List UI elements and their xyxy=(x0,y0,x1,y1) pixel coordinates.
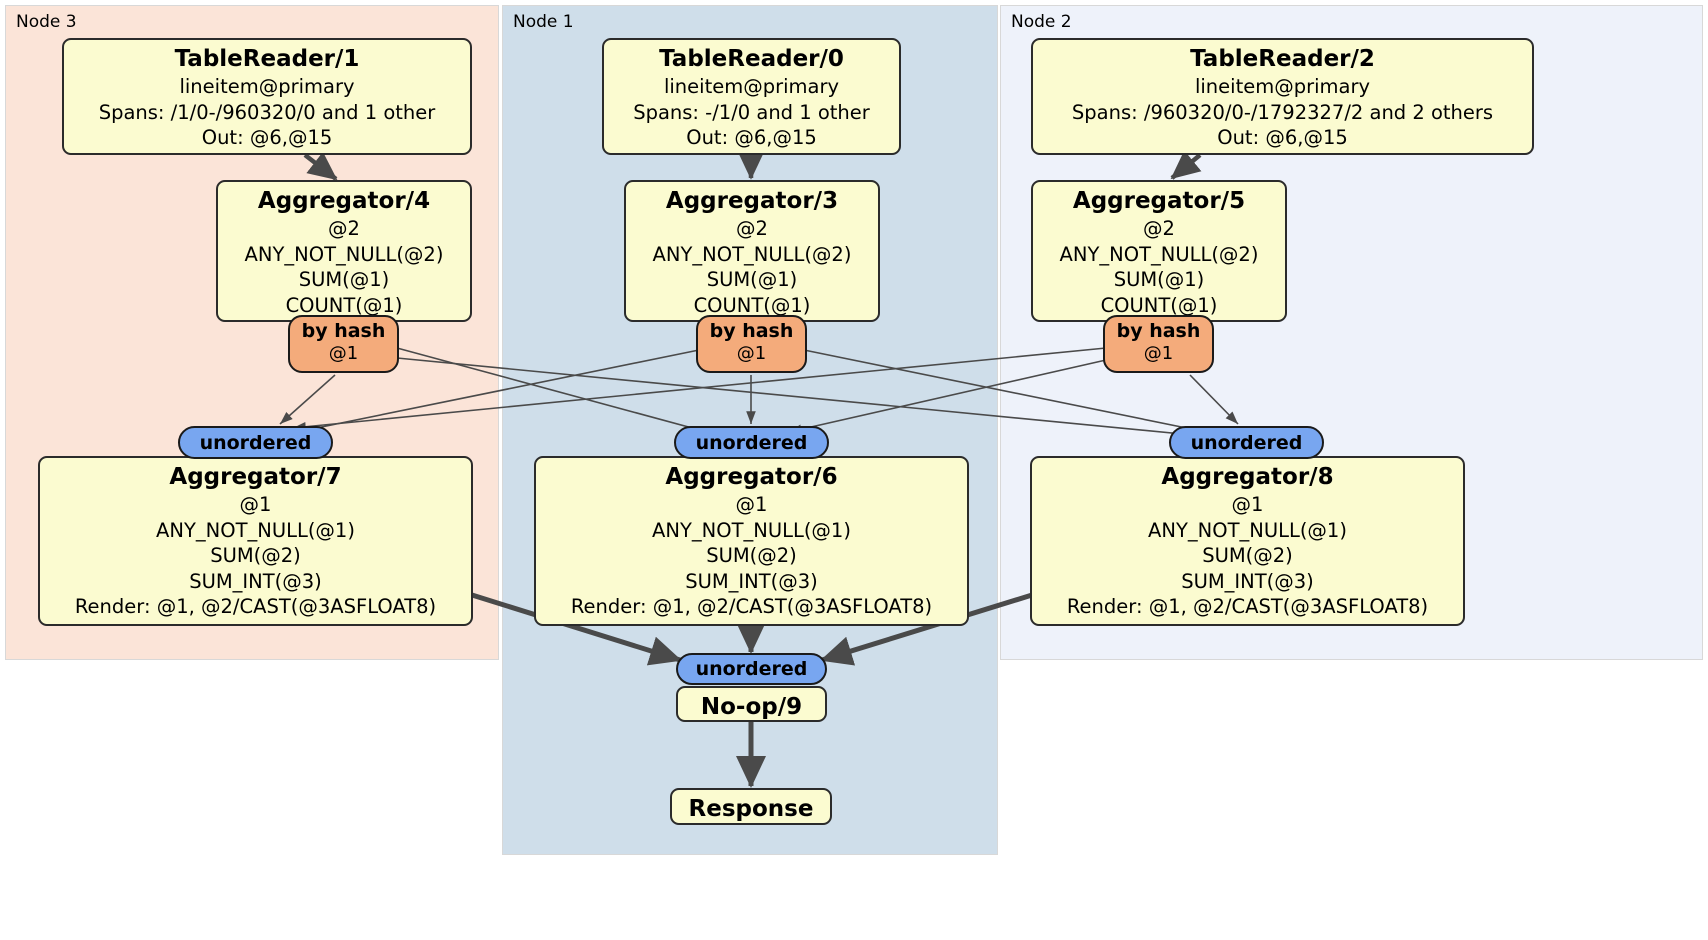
processor-line: SUM(@1) xyxy=(1113,268,1205,291)
processor-line: SUM_INT(@3) xyxy=(685,569,818,593)
processor-title: Aggregator/3 xyxy=(665,188,839,214)
processor-line: Render: @1, @2/CAST(@3ASFLOAT8) xyxy=(1066,595,1429,618)
processor-title: Response xyxy=(688,796,814,822)
processor-line: lineitem@primary xyxy=(179,75,355,98)
processor-line: lineitem@primary xyxy=(1194,75,1371,98)
processor-title: TableReader/0 xyxy=(659,46,844,72)
router-badge-label: by hash xyxy=(709,320,794,342)
processor-line: ANY_NOT_NULL(@2) xyxy=(244,242,444,266)
router-badge-sublabel: @1 xyxy=(1143,343,1174,364)
processor-title: Aggregator/4 xyxy=(257,188,431,214)
processor-line: lineitem@primary xyxy=(663,75,840,98)
processor-line: @1 xyxy=(1231,493,1264,516)
processor-title: TableReader/2 xyxy=(1190,46,1375,72)
router-badge-label: by hash xyxy=(1116,320,1201,342)
processor-title: Aggregator/5 xyxy=(1072,188,1246,214)
processor-line: ANY_NOT_NULL(@2) xyxy=(652,242,852,266)
processor-aggregator-5[interactable]: Aggregator/5 @2 ANY_NOT_NULL(@2) SUM(@1)… xyxy=(1031,180,1287,322)
processor-aggregator-6[interactable]: Aggregator/6 @1 ANY_NOT_NULL(@1) SUM(@2)… xyxy=(534,456,969,626)
processor-line: SUM(@1) xyxy=(298,268,390,291)
processor-table-reader-2[interactable]: TableReader/2 lineitem@primary Spans: /9… xyxy=(1031,38,1534,155)
router-badge-sublabel: @1 xyxy=(736,343,767,364)
processor-line: @2 xyxy=(1143,217,1175,240)
processor-title: No-op/9 xyxy=(700,694,803,720)
processor-line: COUNT(@1) xyxy=(693,293,811,317)
processor-line: @2 xyxy=(328,217,360,240)
processor-line: COUNT(@1) xyxy=(1100,293,1218,317)
processor-title: Aggregator/7 xyxy=(169,464,342,490)
processor-line: Spans: /1/0-/960320/0 and 1 other xyxy=(98,100,436,124)
processor-line: Spans: -/1/0 and 1 other xyxy=(633,100,870,124)
processor-title: TableReader/1 xyxy=(174,46,360,72)
processor-line: ANY_NOT_NULL(@2) xyxy=(1059,242,1259,266)
processor-line: SUM_INT(@3) xyxy=(1181,569,1314,593)
processor-line: SUM(@2) xyxy=(706,544,797,567)
router-badge-sublabel: @1 xyxy=(328,343,359,364)
processor-line: SUM(@1) xyxy=(706,268,798,291)
node-panel-label: Node 2 xyxy=(1011,12,1072,32)
router-badge-by-hash-left[interactable]: by hash @1 xyxy=(288,315,399,373)
processor-table-reader-1[interactable]: TableReader/1 lineitem@primary Spans: /1… xyxy=(62,38,472,155)
sync-badge-label: unordered xyxy=(695,658,808,680)
processor-line: @1 xyxy=(735,493,768,516)
processor-line: ANY_NOT_NULL(@1) xyxy=(652,518,851,542)
processor-line: @2 xyxy=(736,217,768,240)
processor-line: COUNT(@1) xyxy=(285,293,403,317)
router-badge-by-hash-right[interactable]: by hash @1 xyxy=(1103,315,1214,373)
node-panel-label: Node 1 xyxy=(513,12,574,32)
processor-line: ANY_NOT_NULL(@1) xyxy=(1148,518,1347,542)
processor-table-reader-0[interactable]: TableReader/0 lineitem@primary Spans: -/… xyxy=(602,38,901,155)
processor-title: Aggregator/6 xyxy=(665,464,838,490)
processor-line: Out: @6,@15 xyxy=(686,126,817,149)
sync-badge-label: unordered xyxy=(695,431,808,454)
router-badge-by-hash-center[interactable]: by hash @1 xyxy=(696,315,807,373)
processor-aggregator-3[interactable]: Aggregator/3 @2 ANY_NOT_NULL(@2) SUM(@1)… xyxy=(624,180,880,322)
processor-line: Render: @1, @2/CAST(@3ASFLOAT8) xyxy=(74,595,437,618)
processor-title: Aggregator/8 xyxy=(1161,464,1334,490)
processor-line: Out: @6,@15 xyxy=(1217,126,1348,149)
processor-line: SUM(@2) xyxy=(210,544,301,567)
sync-badge-unordered-right[interactable]: unordered xyxy=(1169,426,1324,459)
processor-no-op-9[interactable]: No-op/9 xyxy=(676,686,827,722)
processor-aggregator-8[interactable]: Aggregator/8 @1 ANY_NOT_NULL(@1) SUM(@2)… xyxy=(1030,456,1465,626)
processor-line: Out: @6,@15 xyxy=(201,126,333,149)
sync-badge-label: unordered xyxy=(199,431,312,454)
processor-line: Spans: /960320/0-/1792327/2 and 2 others xyxy=(1071,100,1494,124)
processor-line: Render: @1, @2/CAST(@3ASFLOAT8) xyxy=(570,595,933,618)
sync-badge-unordered-left[interactable]: unordered xyxy=(178,426,333,459)
sync-badge-unordered-center[interactable]: unordered xyxy=(674,426,829,459)
sync-badge-label: unordered xyxy=(1190,431,1303,454)
processor-aggregator-4[interactable]: Aggregator/4 @2 ANY_NOT_NULL(@2) SUM(@1)… xyxy=(216,180,472,322)
processor-line: SUM_INT(@3) xyxy=(189,569,322,593)
processor-line: ANY_NOT_NULL(@1) xyxy=(156,518,355,542)
processor-line: @1 xyxy=(239,493,272,516)
processor-response[interactable]: Response xyxy=(670,788,832,825)
router-badge-label: by hash xyxy=(301,320,386,342)
processor-aggregator-7[interactable]: Aggregator/7 @1 ANY_NOT_NULL(@1) SUM(@2)… xyxy=(38,456,473,626)
processor-line: SUM(@2) xyxy=(1202,544,1293,567)
sync-badge-unordered-final[interactable]: unordered xyxy=(676,653,827,685)
node-panel-label: Node 3 xyxy=(16,12,77,32)
